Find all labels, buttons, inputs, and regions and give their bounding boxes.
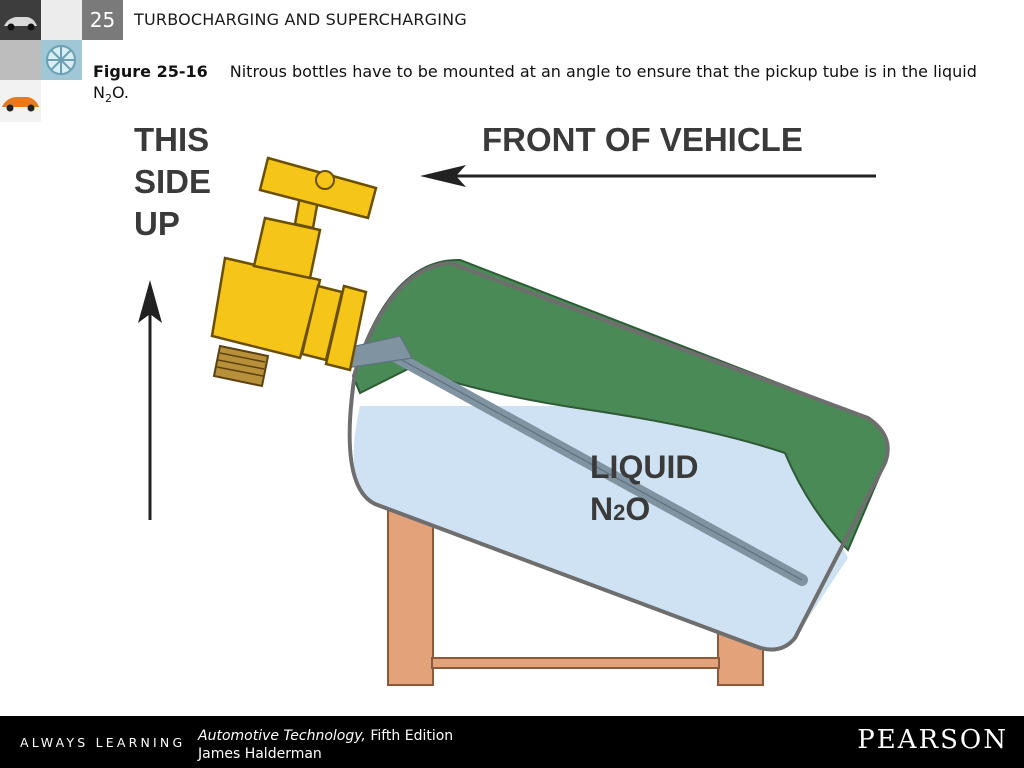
caption-text: Nitrous bottles have to be mounted at an… [93, 62, 977, 102]
front-of-vehicle-label: FRONT OF VEHICLE [482, 121, 803, 158]
thumbnail-strip [0, 0, 82, 122]
gray-thumbnail [41, 0, 82, 40]
this-side-up-label-line3: UP [134, 205, 180, 242]
chapter-number-badge: 25 [82, 0, 123, 40]
figure-label: Figure 25-16 [93, 62, 208, 81]
liquid-label-line2: N2O [590, 491, 650, 527]
this-side-up-label-line1: THIS [134, 121, 209, 158]
car-thumbnail-icon [0, 0, 41, 40]
sports-car-thumbnail-icon [0, 80, 41, 122]
book-title: Automotive Technology, [198, 728, 366, 744]
up-arrow-icon [138, 280, 162, 520]
left-arrow-icon [420, 165, 876, 187]
book-author: James Halderman [198, 746, 322, 762]
footer-bar: ALWAYS LEARNING Automotive Technology, F… [0, 716, 1024, 768]
caption-text-end: O. [111, 83, 129, 102]
caption-subscript: 2 [104, 92, 112, 106]
book-info: Automotive Technology, Fifth Edition Jam… [198, 727, 453, 763]
publisher-logo: PEARSON [857, 725, 1008, 755]
bottle-paint [351, 258, 889, 552]
liquid-label-line1: LIQUID [590, 449, 698, 485]
gray-thumbnail [0, 40, 41, 80]
liquid-n2o [353, 406, 848, 650]
footer-tagline: ALWAYS LEARNING [20, 735, 186, 750]
nitrous-bottle-diagram: THIS SIDE UP FRONT OF VEHICLE LIQUID N2O [134, 121, 890, 686]
turbine-thumbnail-icon [41, 40, 82, 80]
chapter-title: TURBOCHARGING AND SUPERCHARGING [134, 10, 467, 29]
nitrous-bottle [337, 258, 890, 652]
bottle-valve [210, 156, 378, 388]
this-side-up-label-line2: SIDE [134, 163, 211, 200]
book-edition: Fifth Edition [365, 728, 454, 744]
